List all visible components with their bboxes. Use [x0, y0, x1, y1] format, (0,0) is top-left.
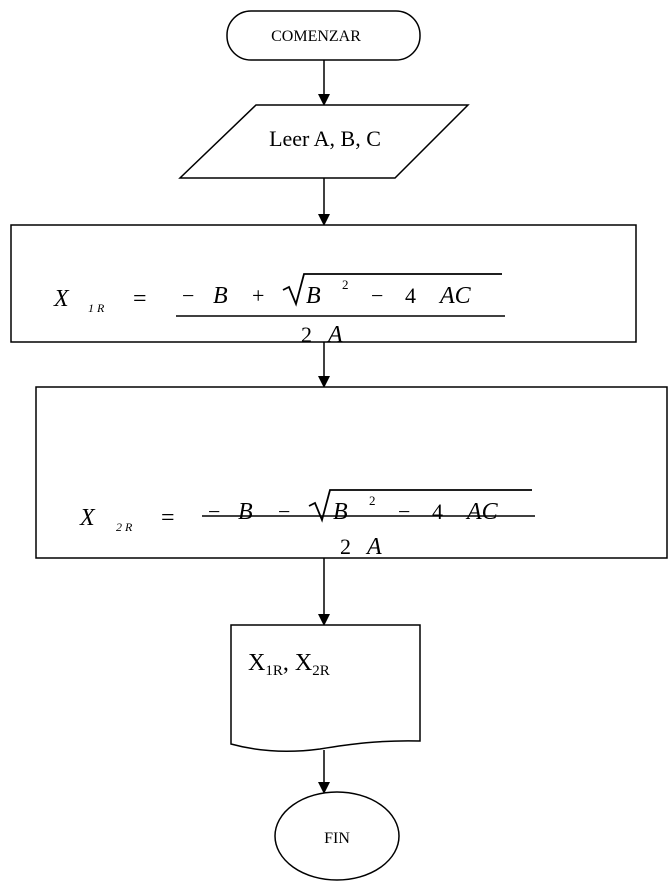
- x2r-rad-four: 4: [432, 499, 443, 524]
- x1r-rad-b: B: [306, 283, 321, 309]
- end-label: FIN: [324, 830, 350, 847]
- x2r-rad-minus: −: [398, 499, 410, 524]
- x1r-equals: =: [133, 286, 147, 312]
- x2r-num-minus: −: [208, 499, 220, 524]
- process-box-x1r: X 1 R = − B + B 2 − 4 AC 2 A: [10, 224, 637, 348]
- x1r-radical-sign: [282, 273, 502, 307]
- x2r-rad-ac: AC: [465, 499, 499, 525]
- start-terminator: COMENZAR: [226, 10, 421, 61]
- input-parallelogram: Leer A, B, C: [178, 104, 470, 179]
- x1r-rad-ac: AC: [438, 283, 472, 309]
- x2r-rad-exp: 2: [369, 493, 376, 508]
- output-sep: ,: [283, 650, 289, 676]
- x2r-num-b: B: [238, 499, 253, 525]
- x1r-num-b: B: [213, 283, 228, 309]
- x1r-den-a: A: [326, 322, 343, 348]
- x1r-rad-four: 4: [405, 283, 416, 308]
- x2r-radical-sign: [308, 489, 532, 523]
- x1r-lhs-sub: 1 R: [88, 301, 105, 315]
- output-x2-sub: 2R: [312, 663, 330, 679]
- x2r-rad-b: B: [333, 499, 348, 525]
- output-x1-sub: 1R: [265, 663, 283, 679]
- input-label: Leer A, B, C: [269, 126, 381, 151]
- output-x2: X: [295, 650, 312, 676]
- x1r-lhs-var: X: [53, 286, 70, 312]
- x1r-num-op: +: [252, 283, 264, 308]
- x2r-den-two: 2: [340, 534, 351, 559]
- x2r-equals: =: [161, 505, 175, 531]
- x2r-lhs-sub: 2 R: [116, 520, 133, 534]
- output-text: X1R,X2R: [248, 650, 330, 679]
- x2r-lhs-var: X: [79, 505, 96, 531]
- x1r-rad-exp: 2: [342, 277, 349, 292]
- start-label: COMENZAR: [271, 28, 361, 45]
- x2r-num-op: −: [278, 499, 290, 524]
- x2r-den-a: A: [365, 534, 382, 560]
- output-document: X1R,X2R: [230, 624, 421, 753]
- x1r-rad-minus: −: [371, 283, 383, 308]
- x1r-den-two: 2: [301, 322, 312, 347]
- end-terminator: FIN: [274, 791, 400, 881]
- output-x1: X: [248, 650, 265, 676]
- process-box-x2r: X 2 R = − B − B 2 − 4 AC 2 A: [35, 386, 668, 560]
- x1r-num-minus: −: [182, 283, 194, 308]
